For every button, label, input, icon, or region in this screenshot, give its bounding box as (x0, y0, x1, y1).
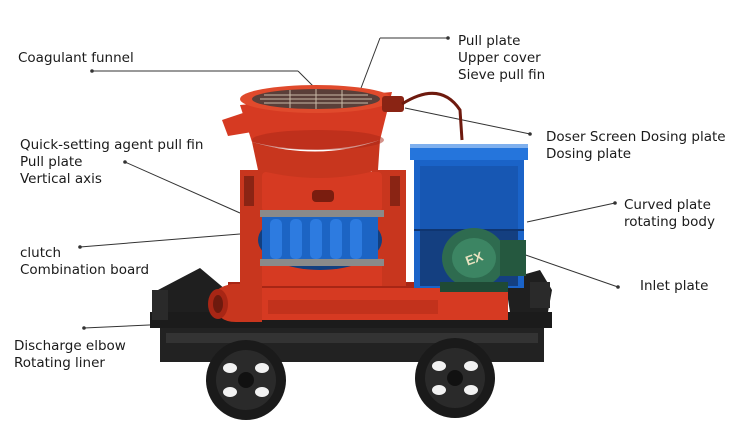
leader-doser (404, 107, 531, 135)
label-line: Vertical axis (20, 171, 102, 187)
motor (440, 228, 526, 292)
wheel-left (206, 340, 286, 420)
label-line: Coagulant funnel (18, 50, 134, 66)
label-line: Rotating liner (14, 355, 105, 371)
label-doser-group: Doser Screen Dosing plate Dosing plate (546, 129, 726, 163)
funnel-hopper (222, 85, 464, 178)
label-line: Discharge elbow (14, 338, 126, 354)
discharge-elbow (208, 284, 262, 322)
label-coagulant-funnel: Coagulant funnel (18, 50, 134, 67)
leader-curved-plate (526, 202, 616, 223)
wheel-right (415, 338, 495, 418)
label-line: Dosing plate (546, 146, 632, 162)
label-line: Sieve pull fin (458, 67, 546, 83)
label-line: Curved plate (624, 197, 711, 213)
label-line: Inlet plate (640, 278, 709, 294)
motor-ex-marking: EX (463, 248, 485, 268)
rotor (258, 210, 384, 270)
label-line: clutch (20, 245, 62, 261)
label-quick-setting-group: Quick-setting agent pull fin Pull plate … (20, 137, 203, 188)
label-line: Upper cover (458, 50, 541, 66)
label-line: Quick-setting agent pull fin (20, 137, 204, 153)
label-clutch-group: clutch Combination board (20, 245, 149, 279)
main-body (240, 170, 406, 286)
label-line: Pull plate (458, 33, 521, 49)
label-discharge-group: Discharge elbow Rotating liner (14, 338, 126, 372)
leader-inlet-plate (516, 251, 619, 288)
label-pull-plate-group: Pull plate Upper cover Sieve pull fin (458, 33, 545, 84)
leader-clutch (79, 233, 241, 248)
label-line: Doser Screen Dosing plate (546, 129, 726, 145)
label-line: Pull plate (20, 154, 83, 170)
label-curved-plate-group: Curved plate rotating body (624, 197, 715, 231)
label-line: Combination board (20, 262, 150, 278)
leader-dots (78, 36, 620, 330)
label-inlet-plate: Inlet plate (640, 278, 708, 295)
label-line: rotating body (624, 214, 715, 230)
leader-quick-setting (124, 161, 241, 214)
